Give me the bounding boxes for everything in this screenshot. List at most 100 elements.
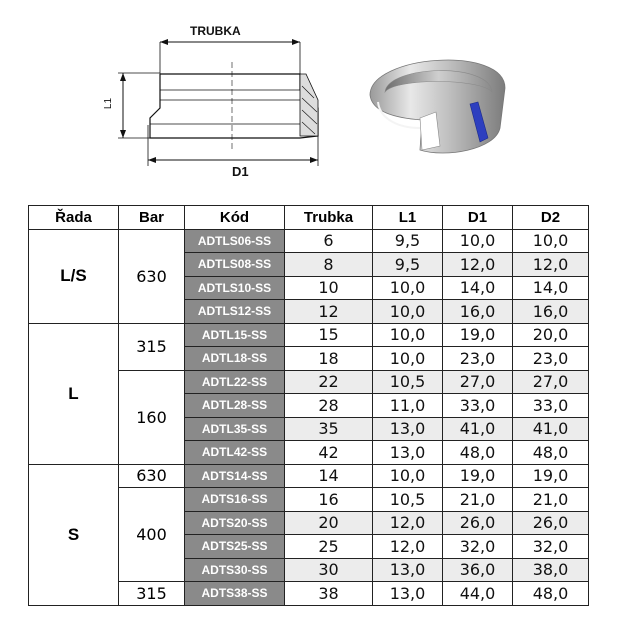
table-row: L 315 ADTL15-SS 15 10,0 19,0 20,0 [28,322,589,465]
trubka-cell: 16 [284,487,373,512]
l1-cell: 13,0 [372,557,443,582]
d1-cell: 23,0 [442,346,513,371]
l1-cell: 10,0 [372,299,443,324]
header-rada: Řada [28,205,119,230]
d2-cell: 21,0 [512,487,589,512]
kod-cell: ADTL28-SS [184,393,285,418]
d2-cell: 41,0 [512,416,589,441]
trubka-cell: 8 [284,252,373,277]
trubka-cell: 35 [284,416,373,441]
l1-cell: 13,0 [372,581,443,606]
trubka-cell: 25 [284,534,373,559]
d1-cell: 16,0 [442,299,513,324]
d1-cell: 48,0 [442,440,513,465]
d1-cell: 32,0 [442,534,513,559]
table-row: L/S 630 ADTLS06-SS 6 9,5 10,0 10,0 [28,228,589,324]
trubka-cell: 10 [284,275,373,300]
kod-cell: ADTS25-SS [184,534,285,559]
table-row: ADTLS08-SS 8 9,5 12,0 12,0 [29,252,589,277]
l1-cell: 12,0 [372,510,443,535]
bar-cell: 630 [118,463,185,488]
kod-cell: ADTLS08-SS [184,252,285,277]
d2-cell: 48,0 [512,440,589,465]
trubka-cell: 20 [284,510,373,535]
table-row: ADTL42-SS 42 13,0 48,0 48,0 [29,440,589,465]
d1-cell: 19,0 [442,322,513,347]
d2-cell: 33,0 [512,393,589,418]
l1-cell: 10,5 [372,487,443,512]
d1-cell: 21,0 [442,487,513,512]
table-row: ADTLS12-SS 12 10,0 16,0 16,0 [29,299,589,324]
d2-cell: 12,0 [512,252,589,277]
table-row: 315 ADTS38-SS 38 13,0 44,0 48,0 [29,581,589,606]
ring-3d-render [369,59,506,154]
trubka-cell: 22 [284,369,373,394]
kod-cell: ADTL22-SS [184,369,285,394]
l1-cell: 10,0 [372,275,443,300]
d2-cell: 16,0 [512,299,589,324]
kod-cell: ADTS20-SS [184,510,285,535]
table-header-row: Řada Bar Kód Trubka L1 D1 D2 [28,205,589,230]
kod-cell: ADTLS12-SS [184,299,285,324]
l1-cell: 9,5 [372,252,443,277]
header-bar: Bar [118,205,185,230]
kod-cell: ADTS16-SS [184,487,285,512]
d1-cell: 33,0 [442,393,513,418]
bar-cell: 160 [118,369,185,465]
l1-cell: 10,0 [372,346,443,371]
kod-cell: ADTLS06-SS [184,228,285,253]
d2-cell: 23,0 [512,346,589,371]
l1-cell: 11,0 [372,393,443,418]
d1-cell: 10,0 [442,228,513,253]
table-row: ADTS20-SS 20 12,0 26,0 26,0 [29,510,589,535]
l1-cell: 10,5 [372,369,443,394]
table-row: 400 ADTS16-SS 16 10,5 21,0 21,0 [29,487,589,582]
d1-cell: 36,0 [442,557,513,582]
table-row: ADTL35-SS 35 13,0 41,0 41,0 [29,416,589,441]
d1-cell: 41,0 [442,416,513,441]
d1-cell: 19,0 [442,463,513,488]
trubka-cell: 28 [284,393,373,418]
kod-cell: ADTL15-SS [184,322,285,347]
d2-cell: 27,0 [512,369,589,394]
trubka-cell: 18 [284,346,373,371]
table-row: S 630 ADTS14-SS 14 10,0 19,0 19,0 [28,463,589,606]
table-row: ADTS25-SS 25 12,0 32,0 32,0 [29,534,589,559]
header-trubka: Trubka [284,205,373,230]
l1-cell: 10,0 [372,463,443,488]
ring-cross-section-drawing [118,39,319,166]
d1-cell: 44,0 [442,581,513,606]
trubka-cell: 30 [284,557,373,582]
d2-cell: 20,0 [512,322,589,347]
kod-cell: ADTLS10-SS [184,275,285,300]
d2-cell: 14,0 [512,275,589,300]
trubka-dimension-label: TRUBKA [190,24,241,38]
l1-cell: 13,0 [372,416,443,441]
d2-cell: 26,0 [512,510,589,535]
bar-cell: 400 [118,487,185,582]
table-row: ADTS30-SS 30 13,0 36,0 38,0 [29,557,589,582]
d2-cell: 32,0 [512,534,589,559]
table-row: ADTL28-SS 28 11,0 33,0 33,0 [29,393,589,418]
d2-cell: 10,0 [512,228,589,253]
trubka-cell: 38 [284,581,373,606]
d2-cell: 48,0 [512,581,589,606]
d2-cell: 19,0 [512,463,589,488]
bar-cell: 315 [118,581,185,606]
trubka-cell: 12 [284,299,373,324]
d1-cell: 26,0 [442,510,513,535]
rada-cell: L/S [28,228,119,324]
l1-cell: 13,0 [372,440,443,465]
technical-drawing-area: TRUBKA L1 D1 [0,0,640,200]
trubka-cell: 15 [284,322,373,347]
bar-cell: 315 [118,322,185,371]
kod-cell: ADTS38-SS [184,581,285,606]
d1-cell: 12,0 [442,252,513,277]
d1-dimension-label: D1 [232,164,249,179]
kod-cell: ADTL18-SS [184,346,285,371]
kod-cell: ADTL35-SS [184,416,285,441]
table-row: ADTL18-SS 18 10,0 23,0 23,0 [29,346,589,371]
l1-cell: 10,0 [372,322,443,347]
l1-cell: 12,0 [372,534,443,559]
trubka-cell: 14 [284,463,373,488]
